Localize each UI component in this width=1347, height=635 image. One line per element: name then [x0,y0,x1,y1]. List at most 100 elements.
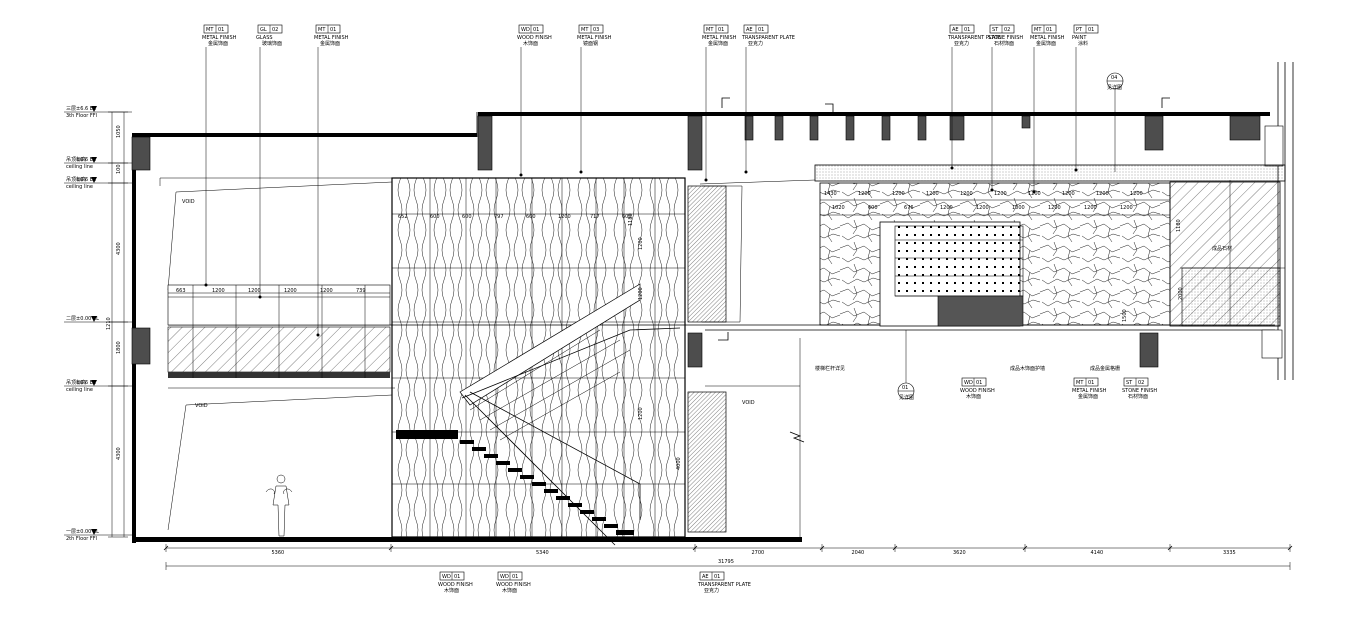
vertical-dimension: 1180 [628,213,634,226]
level-value: ±6.6 EL [76,106,96,112]
stone-dimension-a: 1430 [824,191,837,197]
tag-cn: 木饰面 [502,587,517,594]
stone-dimension-b: 1200 [1048,205,1061,211]
level-cn: 吊顶标高 [66,176,86,183]
wood-wall-dimension: 600 [526,214,536,220]
level-en: ceiling line [66,184,93,190]
wood-wall-dimension: 797 [494,214,504,220]
bottom-dimension: 2040 [852,550,865,556]
tag-en: TRANSPARENT PLATE [947,35,1001,41]
level-en: ceiling line [66,387,93,393]
tag-number: 01 [976,380,982,386]
tag-en: STONE FINISH [1122,388,1157,394]
tag-number: 02 [272,27,278,33]
tag-code: MT [206,27,214,33]
tag-cn: 亚克力 [748,40,763,47]
stone-dimension-a: 1200 [858,191,871,197]
tag-cn: 石材饰面 [994,40,1014,47]
vertical-dimension: 1500 [1122,309,1128,322]
tag-en: STONE FINISH [988,35,1023,41]
vertical-dimension: 1200 [638,237,644,250]
vertical-dimension: 1200 [638,407,644,420]
tag-cn: 木饰面 [444,587,459,594]
tag-cn: 金属饰面 [708,40,728,47]
tag-number: 01 [714,574,720,580]
level-en: 3th Floor FFl [66,113,97,119]
tag-number: 02 [1004,27,1010,33]
svg-text:01: 01 [902,385,908,391]
building-structure [131,62,1294,543]
tag-cn: 木饰面 [523,40,538,47]
vertical-dimension: 2000 [1178,287,1184,300]
level-value: ±6.6 EL [76,157,96,163]
tag-en: GLASS [256,35,273,41]
stone-dimension-b: 1200 [976,205,989,211]
wood-feature-wall [391,177,743,546]
left-dimension: 4300 [116,447,122,460]
bottom-dimension: 5360 [272,550,285,556]
tag-en: METAL FINISH [1030,35,1065,41]
level-cn: 二层 [66,316,76,322]
tag-code: PT [1076,27,1083,33]
tag-number: 01 [964,27,970,33]
stone-note: 成品石材 [1212,245,1232,252]
svg-text:见详图: 见详图 [899,394,914,401]
tag-number: 03 [593,27,599,33]
stone-dimension-a: 1200 [892,191,905,197]
bottom-dimension: 2700 [752,550,765,556]
tag-cn: 亚克力 [954,40,969,47]
staircase [396,283,681,546]
level-cn: 吊顶标高 [66,379,86,386]
left-dimension: 1050 [116,125,122,138]
stone-dimension-a: 1200 [1096,191,1109,197]
tag-cn: 涂料 [1078,40,1088,47]
void-label-upper: VOID [182,199,195,205]
stone-dimension-b: 1000 [1012,205,1025,211]
wood-wall-dimension: 600 [462,214,472,220]
tag-code: WD [521,27,530,33]
tag-code: ST [1126,380,1133,386]
stone-dimension-a: 1200 [994,191,1007,197]
stone-dimension-a: 1200 [960,191,973,197]
tag-en: METAL FINISH [314,35,349,41]
tag-number: 01 [512,574,518,580]
stair-note: 楼梯栏杆详见 [815,365,845,372]
level-en: ceiling line [66,164,93,170]
vertical-dimension: 1180 [1176,219,1182,232]
mid-note-a: 成品木饰面护墙 [1010,365,1045,372]
tag-cn: 金属饰面 [1036,40,1056,47]
level-cn: 吊顶标高 [66,156,86,163]
tag-number: 01 [218,27,224,33]
tag-code: MT [581,27,589,33]
stone-dimension-b: 1020 [832,205,845,211]
tag-code: WD [500,574,509,580]
stone-dimension-a: 1200 [926,191,939,197]
wood-wall-dimension: 600 [430,214,440,220]
tag-number: 01 [330,27,336,33]
tag-code: GL [260,27,267,33]
stone-dimension-b: 676 [904,205,914,211]
tag-number: 01 [718,27,724,33]
tag-number: 02 [1138,380,1144,386]
tag-code: AE [746,27,753,33]
glass-band-dimension: 1200 [248,288,261,294]
wood-wall-dimension: 652 [398,214,408,220]
tag-code: MT [318,27,326,33]
wood-wall-dimension: 717 [590,214,600,220]
level-value: ±0.00 EL [76,316,99,322]
left-dimension: 4300 [116,242,122,255]
level-value: ±6.6 EL [76,177,96,183]
stone-dimension-a: 1200 [1062,191,1075,197]
